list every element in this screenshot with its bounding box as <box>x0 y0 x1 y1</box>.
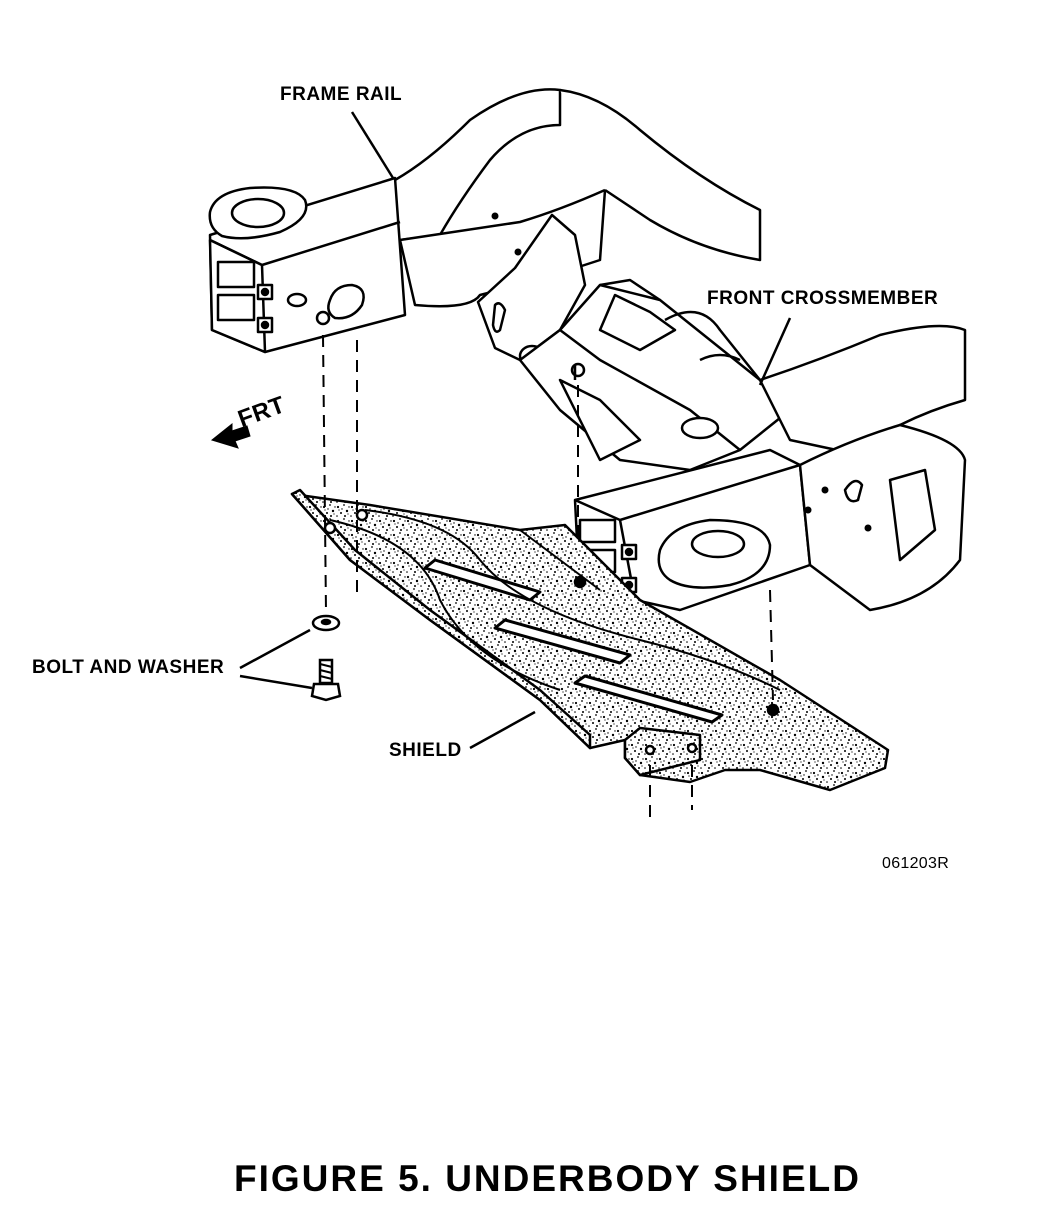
shield-drawing <box>290 488 890 792</box>
shield-label: SHIELD <box>389 740 462 761</box>
leader-lines <box>239 111 792 750</box>
arrow-left-icon <box>210 422 251 449</box>
bolt-and-washer-drawing <box>310 614 342 702</box>
alignment-lines <box>322 334 774 820</box>
front-crossmember-drawing <box>476 213 967 612</box>
bolt-and-washer-label: BOLT AND WASHER <box>32 657 225 678</box>
frame-rail-drawing <box>208 88 762 354</box>
drawing-code-label: 061203R <box>882 855 950 872</box>
figure-title: FIGURE 5. UNDERBODY SHIELD <box>234 1158 861 1199</box>
front-crossmember-label: FRONT CROSSMEMBER <box>707 288 939 309</box>
frame-rail-label: FRAME RAIL <box>280 84 403 105</box>
